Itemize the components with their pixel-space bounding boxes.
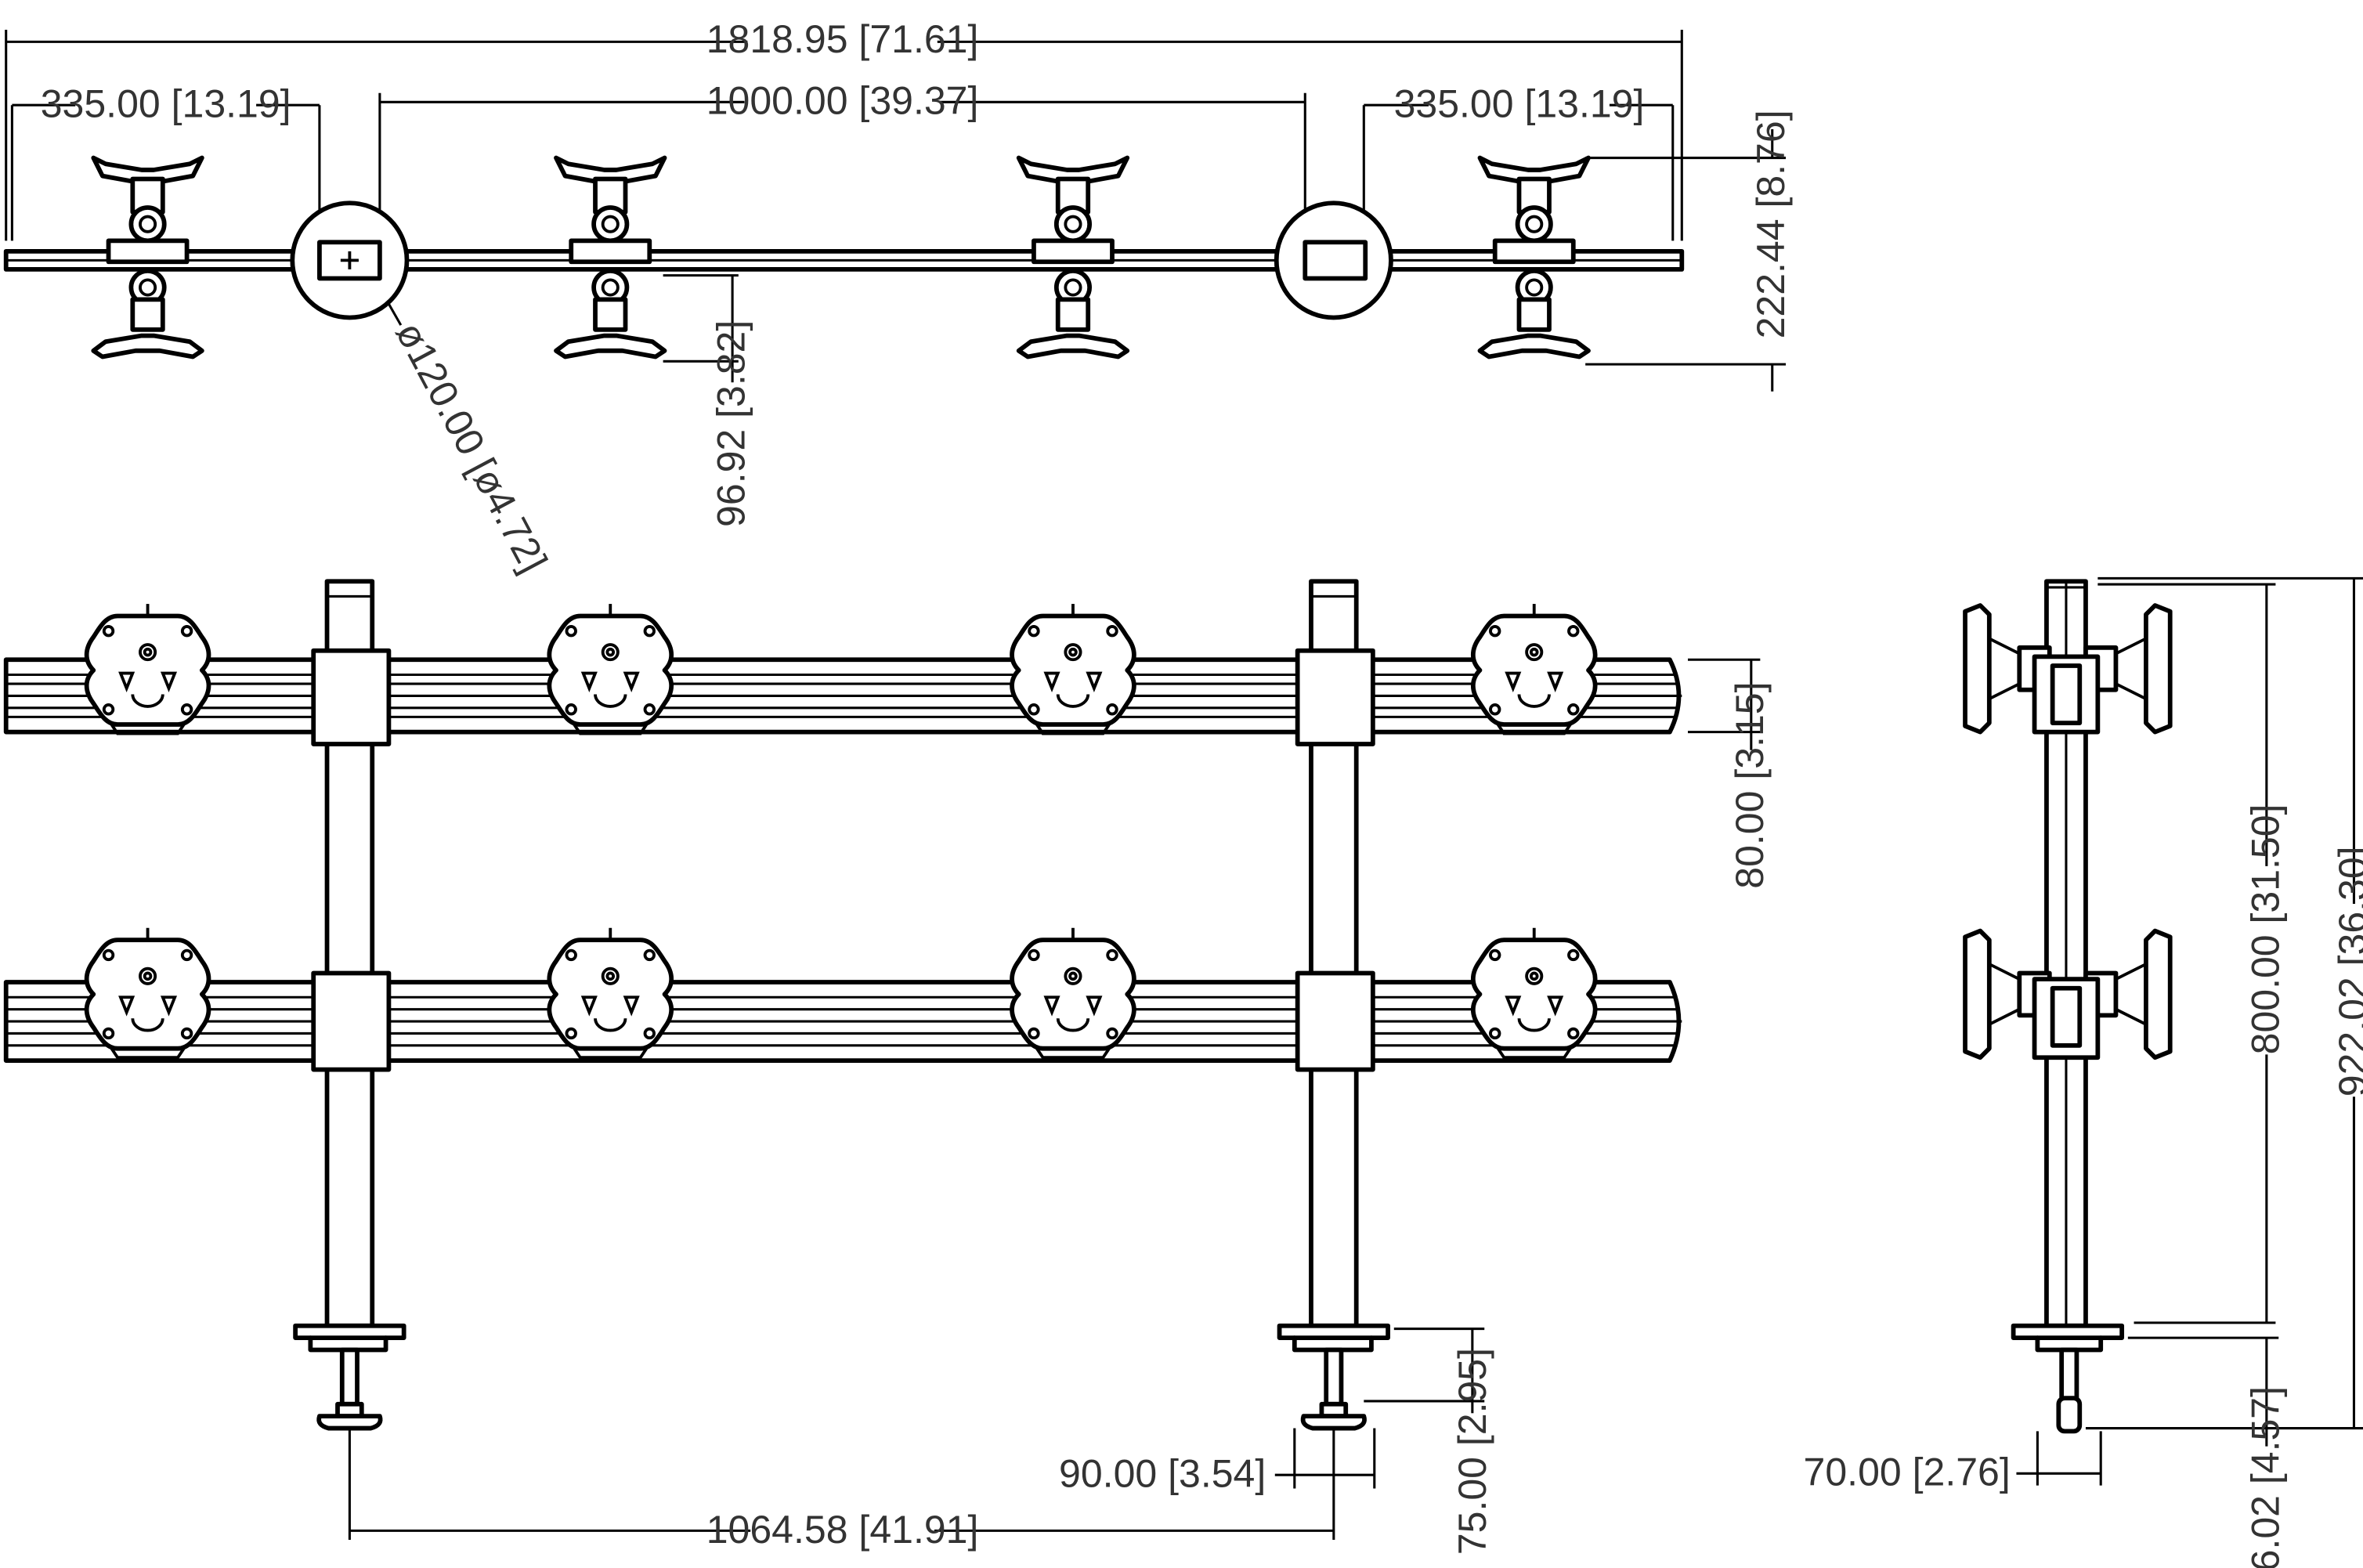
front-view: 80.00 [3.15] 75.00 [2.95] 90.00 [3.54] 1…: [3, 579, 1772, 1555]
top-mount-2: [556, 158, 665, 357]
dim-clamp-height: 116.02 [4.57]: [2243, 1386, 2287, 1568]
dim-arm-offset: 96.92 [3.82]: [710, 320, 753, 527]
vesa-plate-3: [1012, 604, 1134, 733]
vesa-plate-1: [87, 604, 209, 733]
dim-pole-spacing: 1064.58 [41.91]: [706, 1508, 979, 1552]
dim-bar-height: 80.00 [3.15]: [1728, 682, 1772, 889]
dim-center-span: 1000.00 [39.37]: [706, 79, 979, 123]
top-mount-3: [1019, 158, 1128, 357]
vesa-plate-7: [1012, 928, 1134, 1057]
side-view: 800.00 [31.50] 922.02 [36.30] 116.02 [4.…: [1804, 576, 2363, 1568]
dim-left-offset: 335.00 [13.19]: [41, 82, 291, 126]
dim-overall-width: 1818.95 [71.61]: [706, 17, 979, 61]
top-view: 1818.95 [71.61] 335.00 [13.19] 1000.00 […: [3, 17, 1793, 580]
vesa-plate-8: [1473, 928, 1595, 1057]
dim-bar-spacing: 800.00 [31.50]: [2243, 804, 2287, 1055]
side-clamp: [2011, 1323, 2125, 1434]
vesa-plate-2: [549, 604, 671, 733]
dim-side-clamp-width: 70.00 [2.76]: [1804, 1451, 2011, 1494]
vesa-plate-4: [1473, 604, 1595, 733]
desk-clamp-right: [1277, 1323, 1390, 1431]
dim-clamp-width: 90.00 [3.54]: [1059, 1452, 1266, 1496]
vesa-plate-5: [87, 928, 209, 1057]
dim-overall-height: 922.02 [36.30]: [2331, 846, 2363, 1097]
dim-right-offset: 335.00 [13.19]: [1394, 82, 1645, 126]
dim-pole-diameter: ø120.00 [ø4.72]: [387, 315, 555, 580]
top-mount-1: [93, 158, 202, 357]
top-mount-4: [1480, 158, 1588, 357]
dim-clamp-depth: 75.00 [2.95]: [1451, 1348, 1494, 1555]
vesa-plate-6: [549, 928, 671, 1057]
desk-clamp-left: [293, 1323, 406, 1431]
dim-arm-height: 222.44 [8.76]: [1749, 110, 1793, 338]
